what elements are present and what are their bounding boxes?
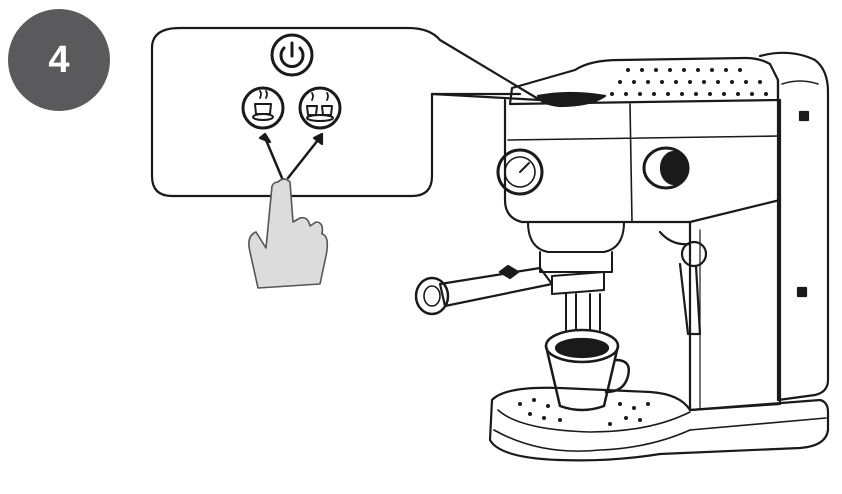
group-head xyxy=(527,221,625,273)
machine-control-panel xyxy=(536,91,607,108)
control-panel-callout xyxy=(150,26,542,198)
power-icon xyxy=(270,33,314,77)
pressure-gauge xyxy=(496,148,544,196)
steam-wand xyxy=(658,230,708,336)
single-cup-icon xyxy=(241,86,285,130)
coffee-cup xyxy=(544,328,630,412)
selection-arrows xyxy=(258,132,324,180)
step-number: 4 xyxy=(48,38,70,81)
drip-tray xyxy=(488,386,830,462)
double-cup-icon xyxy=(298,86,342,130)
steam-knob xyxy=(642,146,690,190)
cup-warmer-holes xyxy=(610,68,768,96)
portafilter xyxy=(414,264,605,316)
pointing-hand-icon xyxy=(248,178,329,289)
drip-tray-holes xyxy=(518,398,650,426)
coffee-spouts xyxy=(565,293,601,331)
step-badge: 4 xyxy=(8,9,110,111)
machine-body xyxy=(503,51,830,412)
